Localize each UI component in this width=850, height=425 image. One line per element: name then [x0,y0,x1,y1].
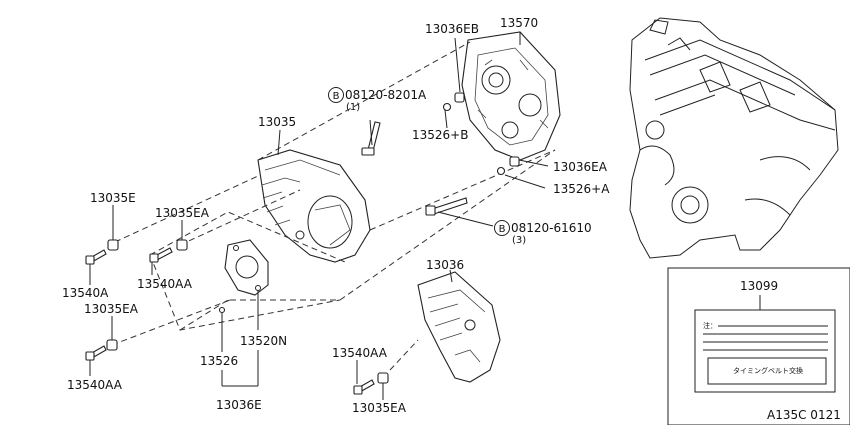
assembly-dashed-lines [111,41,556,371]
label-13520N: 13520N [240,334,287,348]
label-13035E: 13035E [90,191,136,205]
circle-b-marker-1: B [328,87,344,103]
label-13035EA-top: 13035EA [155,206,210,220]
label-bolt-08120-8201A: 08120-8201A [345,88,427,102]
circle-b-marker-2: B [494,220,510,236]
caution-label-inset: 13099 注： タイミングベルト交換 A135C 0121 [667,267,850,425]
label-bolt-08120-61610: 08120-61610 [511,221,592,235]
front-upper-cover [257,149,371,263]
label-13035EA-right: 13035EA [352,401,407,415]
label-13540AA-low: 13540AA [67,378,123,392]
label-13035EA-left: 13035EA [84,302,139,316]
leader-lines [89,32,549,400]
label-13035: 13035 [258,115,296,129]
label-note-prefix: 注： [703,321,717,330]
label-13570: 13570 [500,16,538,30]
label-13526-B: 13526+B [412,128,468,142]
svg-text:B: B [499,224,506,235]
gasket-13520N [224,239,269,296]
rear-timing-cover [461,31,561,161]
label-13036EB: 13036EB [425,22,479,36]
label-13099: 13099 [740,279,778,293]
label-timing-belt-text: タイミングベルト交換 [733,366,803,375]
label-13036: 13036 [426,258,464,272]
label-13540AA-mid: 13540AA [137,277,193,291]
label-13540AA-right: 13540AA [332,346,388,360]
label-bolt-qty-1: (1) [346,102,360,113]
label-13526: 13526 [200,354,238,368]
figure-code: A135C 0121 [767,408,841,422]
label-bolt-qty-3: (3) [512,235,526,246]
label-13540A: 13540A [62,286,109,300]
lower-cover-13036 [417,271,501,383]
label-13036EA: 13036EA [553,160,608,174]
engine-block-outline [629,17,839,259]
label-13526-A: 13526+A [553,182,610,196]
svg-text:B: B [333,91,340,102]
label-13036E: 13036E [216,398,262,412]
